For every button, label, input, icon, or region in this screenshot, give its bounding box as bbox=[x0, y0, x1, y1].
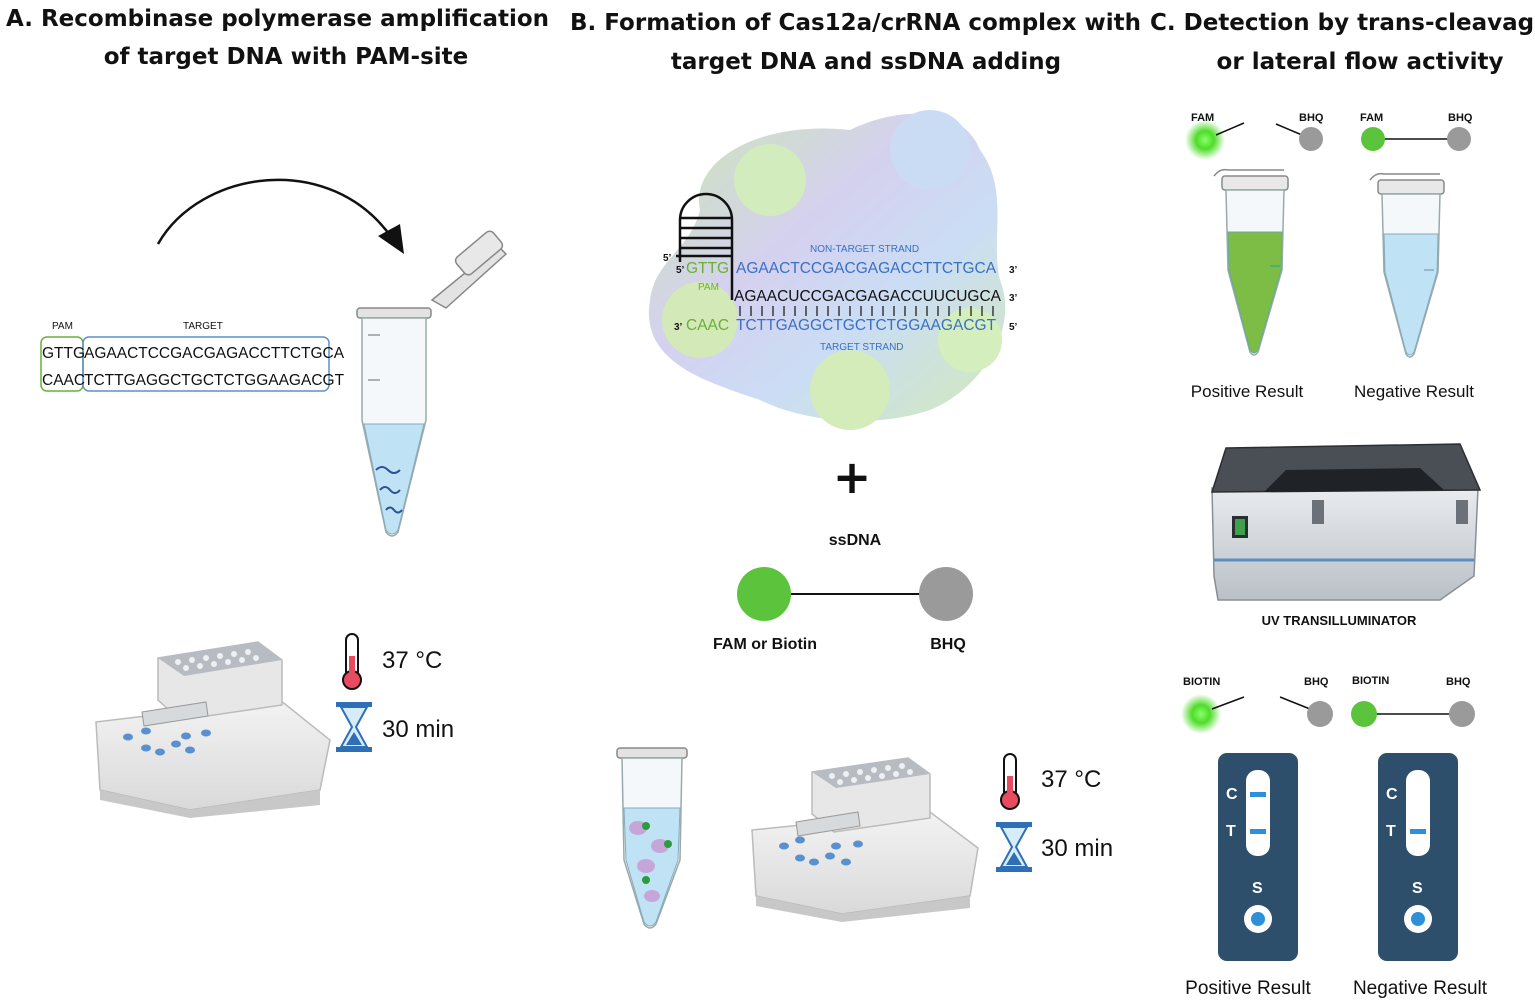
bhq-dot-lf-negative bbox=[1449, 701, 1475, 727]
tube-complex-icon bbox=[616, 747, 688, 929]
strip-c-label-positive: C bbox=[1226, 786, 1238, 803]
thermometer-b-icon bbox=[1000, 753, 1020, 810]
negative-result-label-top: Negative Result bbox=[1354, 382, 1474, 401]
seq-top-pam: GTTG bbox=[42, 345, 85, 362]
t-3prime: 3’ bbox=[674, 322, 683, 333]
crrna-3prime: 3’ bbox=[1009, 293, 1018, 304]
negative-result-label-bottom: Negative Result bbox=[1353, 978, 1488, 999]
crrna-hairpin-icon bbox=[676, 192, 734, 300]
bhq-label-negative: BHQ bbox=[1448, 112, 1473, 124]
target-strand-label: TARGET STRAND bbox=[820, 342, 904, 353]
transfer-arrow-icon bbox=[156, 178, 394, 245]
control-line-positive bbox=[1250, 792, 1266, 797]
bhq-label: BHQ bbox=[930, 636, 966, 653]
pam-label: PAM bbox=[52, 321, 73, 332]
bhq-label-lf-negative: BHQ bbox=[1446, 676, 1471, 688]
biotin-label-negative: BIOTIN bbox=[1352, 675, 1389, 687]
target-box bbox=[82, 336, 330, 392]
panel-a-temperature: 37 °C bbox=[382, 647, 442, 674]
hourglass-b-icon bbox=[996, 822, 1032, 872]
crrna-seq: AGAACUCCGACGAGACCUUCUGCA bbox=[734, 288, 1002, 305]
uv-transilluminator-label: UV TRANSILLUMINATOR bbox=[1262, 613, 1417, 628]
panel-c: C. Detection by trans-cleavage or latera… bbox=[1150, 10, 1535, 999]
thermometer-icon bbox=[342, 633, 362, 690]
panel-b-time: 30 min bbox=[1041, 835, 1113, 862]
lf-cleaved-right bbox=[1279, 696, 1311, 710]
cleaved-strand-left bbox=[1215, 122, 1245, 136]
ssdna-label: ssDNA bbox=[829, 532, 882, 549]
panel-b-temperature: 37 °C bbox=[1041, 766, 1101, 793]
bhq-label-positive: BHQ bbox=[1299, 112, 1324, 124]
fam-label-negative: FAM bbox=[1360, 112, 1383, 124]
bhq-dot-negative bbox=[1447, 127, 1471, 151]
positive-result-label-bottom: Positive Result bbox=[1185, 978, 1311, 999]
seq-bottom-pam: CAAC bbox=[42, 372, 85, 389]
positive-result-label-top: Positive Result bbox=[1191, 382, 1304, 401]
target-label: TARGET bbox=[183, 321, 223, 332]
lateral-flow-strip-positive bbox=[1218, 753, 1298, 961]
panel-a-title-line2: of target DNA with PAM-site bbox=[104, 44, 469, 70]
fam-glow-dot bbox=[1185, 120, 1225, 160]
sample-well-negative bbox=[1411, 912, 1425, 926]
bhq-dot-lf-positive bbox=[1307, 701, 1333, 727]
cas12a-protein-icon bbox=[648, 110, 1006, 430]
nt-3prime: 3’ bbox=[1009, 265, 1018, 276]
base-pair-ticks bbox=[739, 306, 994, 316]
nt-pam-seq: GTTG bbox=[686, 260, 729, 277]
seq-bottom-target: TCTTGAGGCTGCTCTGGAAGACGT bbox=[84, 372, 345, 389]
fam-biotin-dot bbox=[737, 567, 791, 621]
tube-open-icon bbox=[356, 230, 508, 537]
positive-tube-icon bbox=[1213, 168, 1289, 356]
negative-tube-icon bbox=[1369, 172, 1445, 358]
panel-b-title-line1: B. Formation of Cas12a/crRNA complex wit… bbox=[570, 10, 1141, 36]
bhq-dot-positive bbox=[1299, 127, 1323, 151]
plus-sign: + bbox=[833, 450, 872, 504]
fam-biotin-label: FAM or Biotin bbox=[713, 636, 817, 653]
panel-a-title-line1: A. Recombinase polymerase amplification bbox=[6, 6, 549, 32]
nt-seq: AGAACTCCGACGAGACCTTCTGCA bbox=[736, 260, 997, 277]
hourglass-icon bbox=[336, 702, 372, 752]
seq-top-target: AGAACTCCGACGAGACCTTCTGCA bbox=[84, 345, 345, 362]
nt-5prime: 5’ bbox=[676, 265, 685, 276]
heat-block-icon bbox=[95, 641, 331, 818]
test-line-positive bbox=[1250, 829, 1266, 834]
panel-c-title-line1: C. Detection by trans-cleavage bbox=[1150, 10, 1535, 36]
strip-t-label-negative: T bbox=[1386, 823, 1396, 840]
t-seq: TCTTGAGGCTGCTCTGGAAGACGT bbox=[736, 317, 997, 334]
bhq-dot bbox=[919, 567, 973, 621]
fam-dot-negative bbox=[1361, 127, 1385, 151]
sample-well-positive bbox=[1251, 912, 1265, 926]
cleaved-strand-right bbox=[1275, 123, 1303, 136]
biotin-glow-dot bbox=[1181, 694, 1221, 734]
strip-t-label-positive: T bbox=[1226, 823, 1236, 840]
uv-transilluminator-icon bbox=[1210, 443, 1482, 601]
t-pam-seq: CAAC bbox=[686, 317, 729, 334]
strip-s-label-positive: S bbox=[1252, 880, 1263, 897]
crrna-5prime: 5’ bbox=[663, 253, 672, 264]
panel-b-title-line2: target DNA and ssDNA adding bbox=[671, 49, 1061, 75]
panel-a-time: 30 min bbox=[382, 716, 454, 743]
panel-a: A. Recombinase polymerase amplification … bbox=[6, 6, 549, 818]
non-target-strand-label: NON-TARGET STRAND bbox=[810, 244, 919, 255]
bhq-label-lf-positive: BHQ bbox=[1304, 676, 1329, 688]
heat-block-b-icon bbox=[751, 757, 979, 922]
t-5prime: 5’ bbox=[1009, 322, 1018, 333]
arrow-head-icon bbox=[378, 224, 404, 254]
biotin-label-positive: BIOTIN bbox=[1183, 676, 1220, 688]
panel-c-title-line2: or lateral flow activity bbox=[1217, 49, 1504, 75]
test-line-negative bbox=[1410, 829, 1426, 834]
biotin-dot-negative bbox=[1351, 701, 1377, 727]
panel-b: B. Formation of Cas12a/crRNA complex wit… bbox=[570, 10, 1141, 929]
lf-cleaved-left bbox=[1211, 696, 1245, 710]
pam-strand-label: PAM bbox=[698, 282, 719, 293]
lateral-flow-strip-negative bbox=[1378, 753, 1458, 961]
strip-c-label-negative: C bbox=[1386, 786, 1398, 803]
strip-s-label-negative: S bbox=[1412, 880, 1423, 897]
